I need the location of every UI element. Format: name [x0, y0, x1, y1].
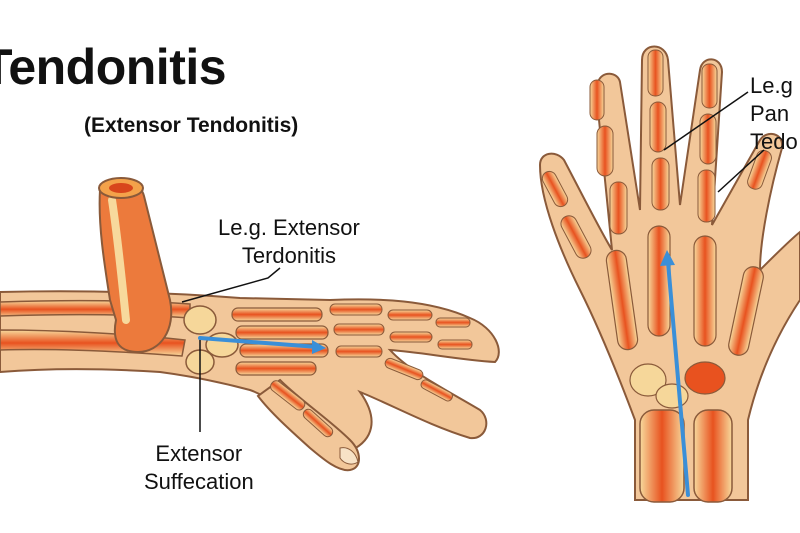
label-line: Tedo — [750, 129, 798, 154]
label-line: Le.g — [750, 73, 793, 98]
side-view-hand — [0, 177, 500, 472]
label-line: Terdonitis — [241, 243, 337, 268]
label-extensor-suffecation: Extensor Suffecation — [144, 440, 254, 496]
page-title: Tendonitis — [0, 39, 227, 95]
label-line: Extensor — [155, 441, 243, 466]
palm-view-hand — [538, 45, 800, 503]
label-line: Le.g. Extensor — [218, 215, 360, 240]
page-subtitle: (Extensor Tendonitis) — [84, 114, 299, 137]
label-extensor-tendonitis: Le.g. Extensor Terdonitis — [218, 214, 360, 270]
label-right-hand: Le.g Pan Tedo — [750, 72, 798, 156]
label-line: Suffecation — [144, 469, 254, 494]
label-line: Pan — [750, 101, 790, 126]
